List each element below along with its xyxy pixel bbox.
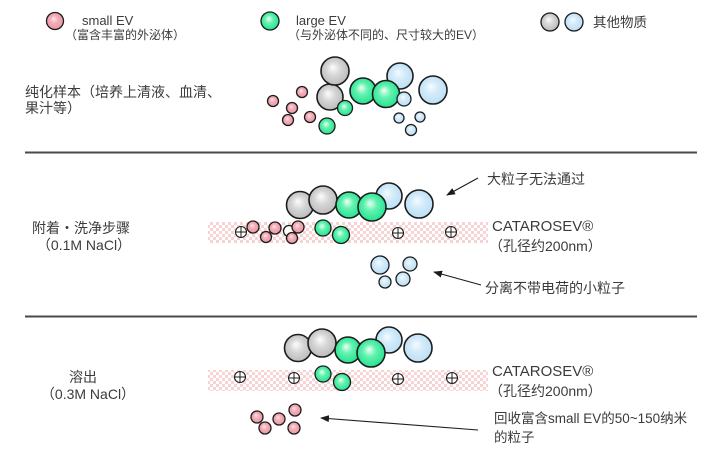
- particle-blue: [378, 275, 392, 289]
- note-recovered-line2: 的粒子: [494, 430, 535, 445]
- particle-green: [331, 225, 351, 245]
- legend-large-ev-label: large EV: [296, 13, 346, 28]
- particle-blue: [414, 111, 426, 123]
- arrow-small-ev-recovered: [320, 415, 479, 431]
- particle-green: [332, 372, 352, 392]
- charge-plus-icon: [445, 371, 459, 385]
- legend-large-ev-desc: （与外泌体不同的、尺寸较大的EV）: [288, 27, 484, 42]
- particle-blue: [370, 255, 390, 275]
- membrane-pore-elution: （孔径约200nm）: [489, 383, 602, 399]
- particle-pink: [258, 421, 272, 435]
- particle-green: [318, 117, 336, 135]
- charge-plus-icon: [391, 226, 405, 240]
- particle-green: [357, 192, 387, 222]
- note-recovered-line1: 回收富含small EV的50~150纳米: [494, 410, 688, 426]
- elution-particles-band: [233, 365, 459, 392]
- wash-particles-above: [285, 182, 434, 222]
- elution-label-line2: （0.3M NaCl）: [41, 386, 135, 402]
- sample-label-line1: 纯化样本（培养上清液、血清、: [25, 84, 221, 100]
- row-elution: 溶出 （0.3M NaCl） CATAROSEV® （孔径约200nm） 回收富…: [41, 326, 688, 445]
- sample-label-line2: 果汁等）: [25, 100, 81, 116]
- particle-pink: [259, 230, 273, 244]
- elution-label-line1: 溶出: [69, 369, 97, 385]
- particle-green: [260, 11, 280, 31]
- particle-green: [314, 365, 332, 383]
- particle-pink: [45, 11, 65, 31]
- particle-pink: [288, 403, 302, 417]
- particle-pink: [268, 221, 282, 235]
- charge-plus-icon: [287, 371, 301, 385]
- particle-blue: [395, 271, 411, 287]
- particle-pink: [285, 231, 299, 245]
- particle-gray: [307, 328, 337, 358]
- arrow-large-particles-blocked: [446, 177, 479, 196]
- particle-blue: [404, 189, 434, 219]
- wash-particles-below: [370, 255, 418, 289]
- particle-blue: [402, 256, 418, 272]
- particle-pink: [295, 85, 309, 99]
- elution-particles-below: [250, 403, 302, 435]
- legend-small-ev-desc: （富含丰富的外泌体）: [65, 27, 185, 42]
- particle-pink: [287, 421, 301, 435]
- note-separated: 分离不带电荷的小粒子: [485, 280, 625, 296]
- particle-blue: [564, 12, 584, 32]
- row-wash: 附着・洗净步骤 （0.1M NaCl） 大粒子无法通过 CATAROSEV® （…: [32, 171, 625, 296]
- arrow-uncharged-separated: [433, 270, 482, 286]
- particle-pink: [303, 110, 317, 124]
- charge-plus-icon: [391, 372, 405, 386]
- charge-plus-icon: [234, 225, 248, 239]
- particle-pink: [266, 94, 280, 108]
- particle-green: [336, 99, 354, 117]
- particle-gray: [308, 185, 338, 215]
- particle-pink: [291, 220, 305, 234]
- particle-green: [371, 79, 401, 109]
- legend-swatches: [45, 11, 584, 32]
- charge-plus-icon: [444, 225, 458, 239]
- particle-green: [314, 219, 332, 237]
- legend: small EV （富含丰富的外泌体） large EV （与外泌体不同的、尺寸…: [45, 11, 647, 42]
- particle-green: [356, 338, 386, 368]
- membrane-name-elution: CATAROSEV®: [492, 363, 593, 380]
- particle-gray: [283, 333, 313, 363]
- note-blocked: 大粒子无法通过: [487, 171, 585, 187]
- legend-small-ev-label: small EV: [82, 13, 134, 28]
- particle-blue: [396, 91, 412, 107]
- wash-particles-band: [234, 219, 458, 245]
- legend-others-label: 其他物质: [593, 15, 647, 30]
- particle-blue: [393, 112, 405, 124]
- membrane-name-wash: CATAROSEV®: [492, 218, 593, 235]
- row-sample: 纯化样本（培养上清液、血清、 果汁等）: [25, 56, 448, 137]
- particle-pink: [250, 410, 264, 424]
- particle-blue: [404, 123, 418, 137]
- particle-pink: [246, 220, 260, 234]
- particle-pink: [281, 113, 295, 127]
- particle-pink: [272, 412, 286, 426]
- particle-blue: [418, 75, 448, 105]
- particle-gray: [540, 12, 560, 32]
- particle-pink: [285, 101, 299, 115]
- wash-label-line1: 附着・洗净步骤: [32, 220, 130, 236]
- sample-particle-cluster: [266, 56, 448, 137]
- elution-particles-above: [283, 326, 433, 368]
- charge-plus-icon: [233, 370, 247, 384]
- membrane-pore-wash: （孔径约200nm）: [489, 238, 602, 254]
- wash-label-line2: （0.1M NaCl）: [37, 237, 131, 253]
- particle-gray: [320, 56, 350, 86]
- particle-blue: [403, 333, 433, 363]
